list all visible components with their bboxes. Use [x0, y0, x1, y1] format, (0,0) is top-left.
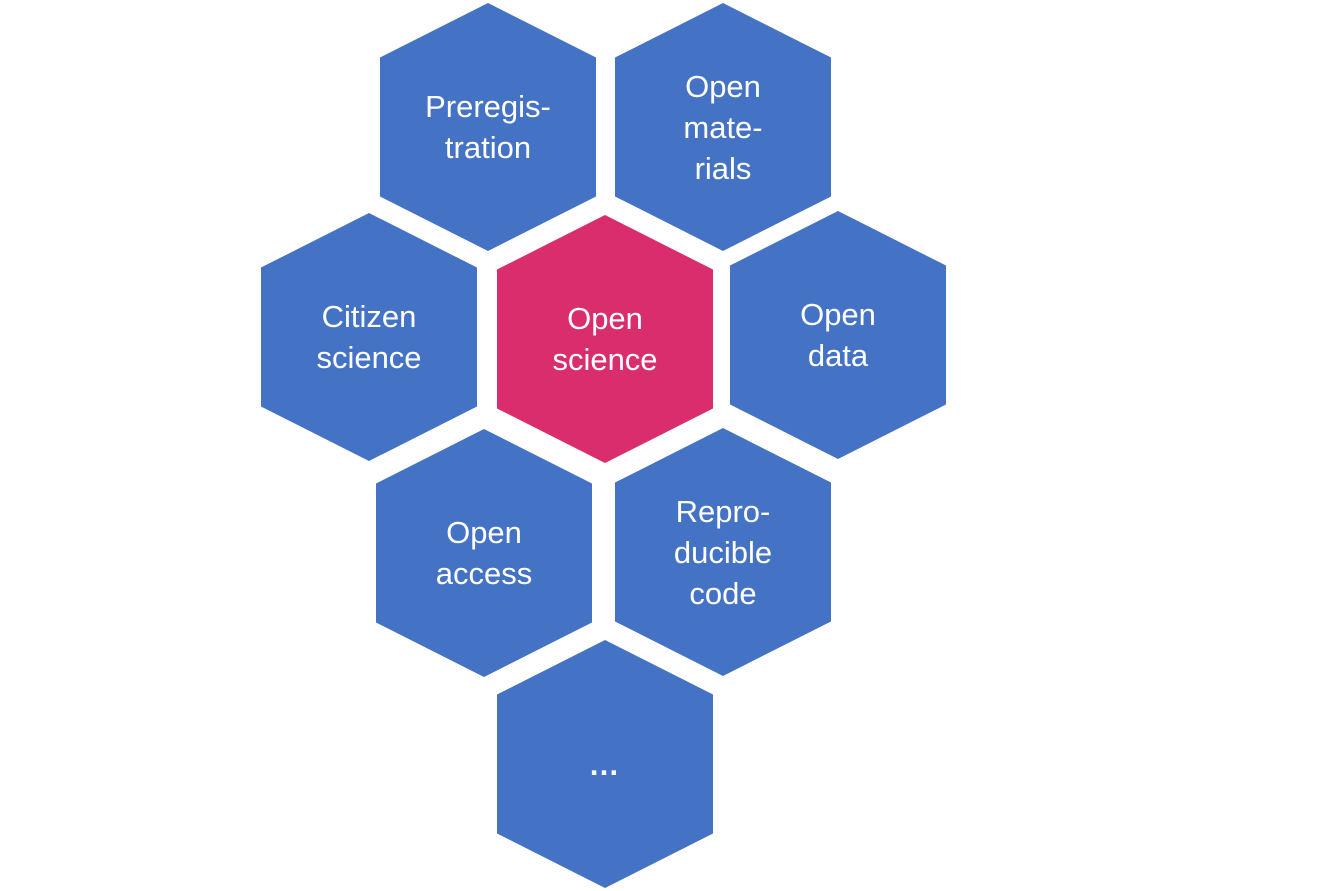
- hexagon-label-line: tration: [444, 130, 532, 165]
- hexagon-citizen-science: Citizen science: [261, 213, 477, 461]
- hexagon-open-materials: Open mate- rials: [615, 3, 831, 251]
- hexagon-preregistration: Preregis- tration: [380, 3, 596, 251]
- hexagon-label-line: data: [807, 338, 869, 373]
- hexagon-reproducible-code: Repro- ducible code: [615, 428, 831, 676]
- hexagon-label-line: Citizen: [321, 299, 417, 334]
- hexagon-label-line: science: [552, 342, 658, 377]
- hexagon-label-line: Open: [567, 301, 643, 336]
- hexagon-label-line: rials: [694, 150, 752, 186]
- hexagon-more: …: [497, 640, 713, 888]
- hexagon-label-line: code: [689, 575, 757, 611]
- hexagon-label-line: access: [435, 556, 533, 591]
- hexagon-label-line: Repro-: [675, 493, 771, 529]
- hexagon-open-data: Open data: [730, 211, 946, 459]
- hexagon-label-line: mate-: [683, 109, 763, 145]
- hexagon-label-line: Preregis-: [425, 89, 551, 124]
- hexagon-label-line: Open: [800, 297, 876, 332]
- hexagon-label-line: Open: [685, 68, 761, 104]
- hexagon-label-line: science: [316, 340, 422, 375]
- hexagon-label-line: …: [588, 746, 622, 782]
- hexagon-label-line: ducible: [673, 534, 773, 570]
- hexagon-label-line: Open: [446, 515, 522, 550]
- hexagon-open-science-center: Open science: [497, 215, 713, 463]
- hexagon-open-access: Open access: [376, 429, 592, 677]
